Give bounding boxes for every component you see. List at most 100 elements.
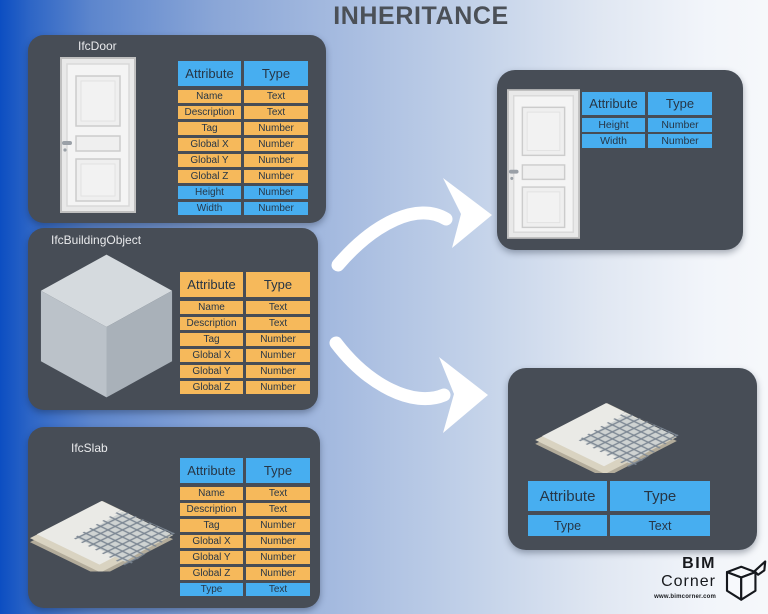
panel-ifcslab-label: IfcSlab bbox=[71, 441, 108, 455]
type-cell: Text bbox=[246, 503, 310, 516]
type-cell: Text bbox=[246, 301, 310, 314]
table-row: Type Text bbox=[180, 583, 310, 596]
table-row: Description Text bbox=[180, 317, 310, 330]
table-row: Tag Number bbox=[180, 333, 310, 346]
attribute-header-cell: Attribute bbox=[528, 481, 607, 511]
type-header-cell: Type bbox=[244, 61, 308, 86]
table-row: Global X Number bbox=[180, 535, 310, 548]
table-row: Global Z Number bbox=[180, 381, 310, 394]
table-row: Description Text bbox=[178, 106, 308, 119]
door-illustration bbox=[60, 57, 136, 213]
attribute-cell: Tag bbox=[178, 122, 241, 135]
arrow-to-slab-derived-icon bbox=[329, 336, 488, 433]
page-title: INHERITANCE bbox=[333, 2, 509, 30]
table-header-row: Attribute Type bbox=[528, 481, 710, 511]
type-cell: Number bbox=[648, 134, 712, 148]
table-row: Global X Number bbox=[178, 138, 308, 151]
table-row: Tag Number bbox=[180, 519, 310, 532]
attribute-cell: Global X bbox=[180, 535, 243, 548]
table-row: Global X Number bbox=[180, 349, 310, 362]
type-cell: Number bbox=[246, 535, 310, 548]
panel-ifcdoor-label: IfcDoor bbox=[78, 39, 117, 53]
type-cell: Number bbox=[246, 551, 310, 564]
ifcslab-attribute-table: Attribute Type Name Text Description Tex… bbox=[180, 458, 310, 596]
attribute-cell: Name bbox=[180, 487, 243, 500]
type-cell: Number bbox=[648, 118, 712, 132]
type-cell: Number bbox=[246, 519, 310, 532]
table-row: Height Number bbox=[178, 186, 308, 199]
attribute-cell: Type bbox=[528, 515, 607, 536]
bimcorner-logo-text: BIM Corner www.bimcorner.com bbox=[642, 555, 716, 601]
attribute-cell: Global Z bbox=[180, 381, 243, 394]
table-row: Width Number bbox=[178, 202, 308, 215]
bimcorner-logo: BIM Corner www.bimcorner.com bbox=[642, 556, 767, 606]
type-cell: Number bbox=[244, 186, 308, 199]
table-header-row: Attribute Type bbox=[582, 92, 712, 115]
door-illustration bbox=[507, 88, 580, 240]
attribute-cell: Global Y bbox=[180, 365, 243, 378]
type-cell: Text bbox=[246, 583, 310, 596]
type-cell: Number bbox=[244, 202, 308, 215]
attribute-cell: Height bbox=[582, 118, 645, 132]
attribute-cell: Height bbox=[178, 186, 241, 199]
slab-illustration bbox=[28, 473, 175, 572]
ifcdoor-attribute-table: Attribute Type Name Text Description Tex… bbox=[178, 61, 308, 215]
attribute-header-cell: Attribute bbox=[178, 61, 241, 86]
logo-brand-line1: BIM bbox=[682, 555, 716, 572]
slab-illustration bbox=[532, 376, 680, 473]
table-row: Global Y Number bbox=[180, 365, 310, 378]
type-cell: Number bbox=[244, 170, 308, 183]
type-cell: Number bbox=[246, 333, 310, 346]
type-cell: Number bbox=[246, 381, 310, 394]
type-cell: Text bbox=[610, 515, 710, 536]
attribute-cell: Width bbox=[178, 202, 241, 215]
open-box-icon bbox=[719, 556, 767, 606]
attribute-cell: Description bbox=[178, 106, 241, 119]
type-cell: Number bbox=[244, 154, 308, 167]
type-cell: Number bbox=[246, 567, 310, 580]
type-cell: Number bbox=[246, 349, 310, 362]
table-row: Tag Number bbox=[178, 122, 308, 135]
slab-derived-attribute-table: Attribute Type Type Text bbox=[528, 481, 710, 536]
panel-ifcslab: IfcSlab Attribute Type Name Text Descrip… bbox=[28, 427, 320, 608]
type-cell: Number bbox=[244, 122, 308, 135]
panel-door-derived: Attribute Type Height Number Width Numbe… bbox=[497, 70, 743, 250]
type-cell: Text bbox=[244, 106, 308, 119]
attribute-cell: Global Y bbox=[178, 154, 241, 167]
table-row: Global Z Number bbox=[178, 170, 308, 183]
attribute-cell: Description bbox=[180, 317, 243, 330]
table-header-row: Attribute Type bbox=[180, 272, 310, 297]
logo-brand-line2: Corner bbox=[661, 573, 716, 590]
type-cell: Text bbox=[246, 487, 310, 500]
panel-ifcbuildingobject: IfcBuildingObject Attribute Type Name Te… bbox=[28, 228, 318, 410]
table-row: Height Number bbox=[582, 118, 712, 132]
attribute-cell: Global X bbox=[180, 349, 243, 362]
attribute-cell: Tag bbox=[180, 519, 243, 532]
type-cell: Text bbox=[246, 317, 310, 330]
attribute-cell: Description bbox=[180, 503, 243, 516]
table-row: Type Text bbox=[528, 515, 710, 536]
panel-ifcdoor: IfcDoor Attribute Type Name Text Descrip… bbox=[28, 35, 326, 223]
table-row: Width Number bbox=[582, 134, 712, 148]
type-header-cell: Type bbox=[610, 481, 710, 511]
table-row: Global Z Number bbox=[180, 567, 310, 580]
table-row: Global Y Number bbox=[178, 154, 308, 167]
attribute-cell: Global Y bbox=[180, 551, 243, 564]
table-row: Name Text bbox=[180, 301, 310, 314]
type-header-cell: Type bbox=[246, 458, 310, 483]
arrow-to-door-derived-icon bbox=[331, 178, 492, 272]
table-header-row: Attribute Type bbox=[178, 61, 308, 86]
type-header-cell: Type bbox=[648, 92, 712, 115]
ifcbuildingobject-attribute-table: Attribute Type Name Text Description Tex… bbox=[180, 272, 310, 394]
table-row: Name Text bbox=[180, 487, 310, 500]
type-cell: Number bbox=[244, 138, 308, 151]
attribute-header-cell: Attribute bbox=[180, 272, 243, 297]
attribute-cell: Name bbox=[180, 301, 243, 314]
attribute-header-cell: Attribute bbox=[582, 92, 645, 115]
table-row: Global Y Number bbox=[180, 551, 310, 564]
attribute-cell: Global Z bbox=[180, 567, 243, 580]
table-row: Name Text bbox=[178, 90, 308, 103]
logo-website: www.bimcorner.com bbox=[654, 594, 716, 600]
attribute-cell: Width bbox=[582, 134, 645, 148]
